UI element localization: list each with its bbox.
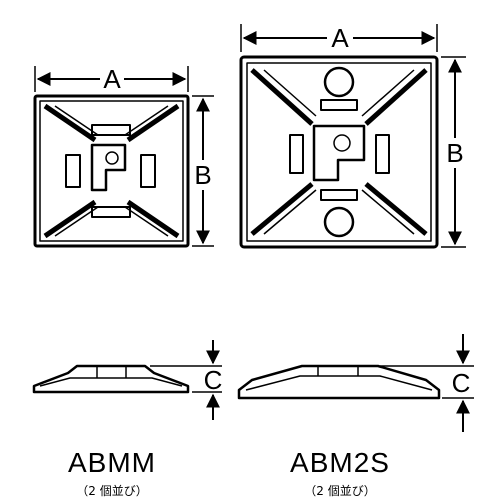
abm2s-top-view [239,55,439,249]
abmm-dim-a-label: A [103,64,121,94]
abm2s-dimension-b: B [441,56,468,248]
abmm-top-view [33,94,190,248]
abm2s-side-view [237,364,441,400]
abmm-model-note: （2 個並び） [76,484,147,498]
abm2s-dim-a-label: A [331,23,349,53]
abmm-dim-c-label: C [204,365,223,395]
abmm-dimension-c: C [150,340,222,420]
abmm-dimension-a: A [34,64,189,94]
abm2s-dim-c-label: C [452,368,471,398]
abmm-side-view [32,364,190,394]
abm2s-model-name: ABM2S [290,447,390,478]
abmm-dimension-b: B [190,95,216,247]
abm2s-dimension-a: A [240,22,438,53]
abm2s-dimension-c: C [380,334,474,432]
abm2s-model-note: （2 個並び） [304,484,375,498]
abm2s-dim-b-label: B [446,138,463,168]
abmm-model-name: ABMM [68,447,156,478]
abmm-dim-b-label: B [194,160,211,190]
